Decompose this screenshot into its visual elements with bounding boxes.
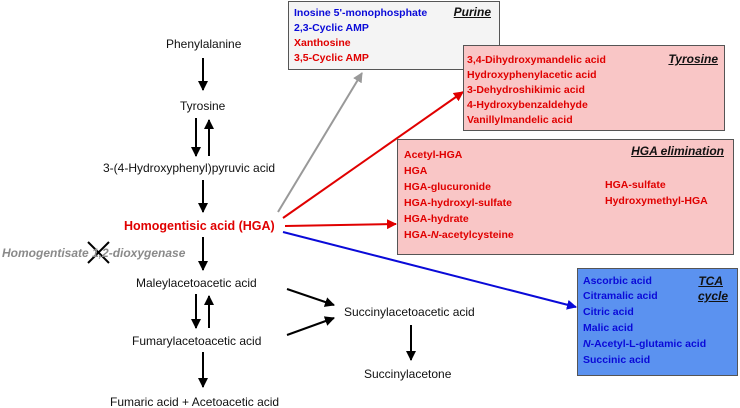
hga-elimination-item: HGA-sulfate	[605, 179, 666, 191]
purine-box-title: Purine	[453, 5, 491, 19]
purine-item: Inosine 5'-monophosphate	[294, 7, 428, 19]
node-phenylalanine: Phenylalanine	[166, 37, 242, 51]
node-tyrosine: Tyrosine	[180, 99, 226, 113]
tca-cycle-box: TCA cycle Ascorbic acid Citramalic acid …	[577, 268, 738, 376]
arrow-hga-tca	[282, 231, 577, 310]
node-fumaric-acetoacetic: Fumaric acid + Acetoacetic acid	[110, 395, 280, 408]
hga-elimination-item: HGA-N-acetylcysteine	[404, 229, 514, 242]
tca-acetyl-suffix: -Acetyl-L-glutamic acid	[590, 338, 707, 350]
tca-item: Succinic acid	[583, 354, 651, 366]
tca-item: Citramalic acid	[583, 290, 658, 302]
arrow-flaa-saa	[286, 316, 335, 336]
hga-elimination-item: Hydroxymethyl-HGA	[605, 195, 708, 207]
arrow-hga-purine	[277, 72, 363, 213]
tyrosine-item: Vanillylmandelic acid	[467, 114, 573, 126]
hga-elimination-item: HGA	[404, 165, 428, 177]
tca-item: Malic acid	[583, 322, 634, 334]
tyrosine-box-title: Tyrosine	[668, 52, 718, 66]
node-succinylacetone: Succinylacetone	[364, 367, 452, 381]
hga-elimination-item: HGA-hydroxyl-sulfate	[404, 197, 512, 209]
tca-item: Citric acid	[583, 306, 634, 318]
enzyme-label: Homogentisate 1,2-dioxygenase	[2, 246, 186, 260]
hga-elimination-item: HGA-hydrate	[404, 213, 469, 225]
arrow-mlaa-saa	[286, 288, 335, 307]
tca-item: N-Acetyl-L-glutamic acid	[583, 338, 706, 351]
hga-elimination-item: Acetyl-HGA	[404, 149, 463, 161]
arrow-hga-tyrosine-box	[282, 91, 464, 219]
arrow-hga-elimination	[284, 219, 397, 230]
hga-acetylcysteine-suffix: -acetylcysteine	[438, 229, 514, 241]
purine-item: 3,5-Cyclic AMP	[294, 52, 369, 64]
purine-item: 2,3-Cyclic AMP	[294, 22, 369, 34]
tca-box-title-line2: cycle	[697, 289, 728, 303]
tyrosine-item: Hydroxyphenylacetic acid	[467, 69, 597, 81]
tca-item: Ascorbic acid	[583, 275, 652, 287]
node-maleylacetoacetic: Maleylacetoacetic acid	[136, 276, 257, 290]
tca-acetyl-n: N	[583, 338, 591, 350]
hga-elimination-box: HGA elimination Acetyl-HGA HGA HGA-glucu…	[397, 139, 734, 255]
tyrosine-box: Tyrosine 3,4-Dihydroxymandelic acid Hydr…	[463, 45, 725, 131]
purine-item: Xanthosine	[294, 37, 351, 49]
hga-acetylcysteine-n: N	[430, 229, 439, 241]
enzyme-block-x-2	[87, 241, 110, 264]
purine-box: Purine Inosine 5'-monophosphate 2,3-Cycl…	[288, 1, 500, 70]
hga-elimination-item: HGA-glucuronide	[404, 181, 491, 193]
node-hppa: 3-(4-Hydroxyphenyl)pyruvic acid	[103, 161, 276, 175]
tca-box-title-line1: TCA	[698, 274, 723, 288]
tyrosine-item: 4-Hydroxybenzaldehyde	[467, 99, 588, 111]
node-hga: Homogentisic acid (HGA)	[124, 219, 275, 233]
hga-elimination-box-title: HGA elimination	[631, 144, 724, 158]
tyrosine-item: 3,4-Dihydroxymandelic acid	[467, 54, 606, 66]
node-fumarylacetoacetic: Fumarylacetoacetic acid	[132, 334, 262, 348]
hga-acetylcysteine-prefix: HGA-	[404, 229, 431, 241]
node-succinylacetoacetic: Succinylacetoacetic acid	[344, 305, 475, 319]
tyrosine-item: 3-Dehydroshikimic acid	[467, 84, 585, 96]
